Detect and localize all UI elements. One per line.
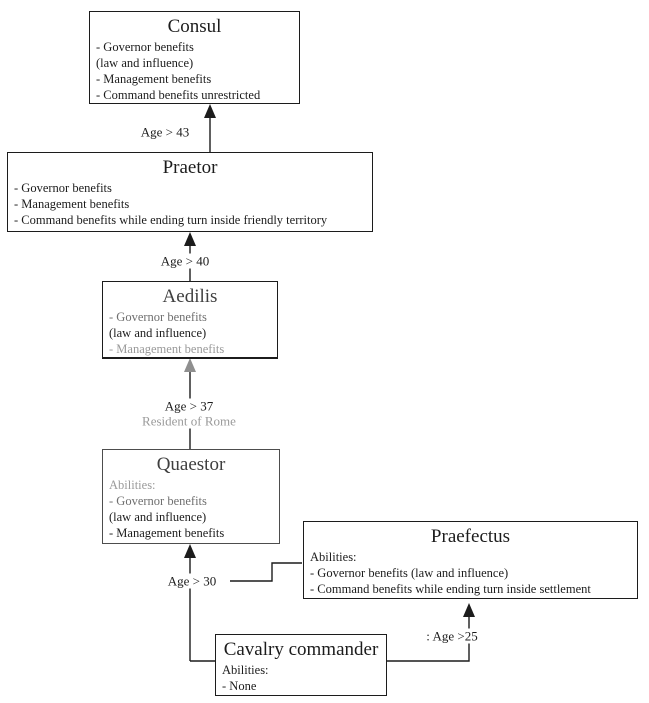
node-consul-ability-line: (law and influence) xyxy=(96,56,194,70)
edge-label-resident-of-rome: Resident of Rome xyxy=(139,413,239,429)
node-aedilis: Aedilis - Governor benefits (law and inf… xyxy=(102,281,278,359)
node-consul: Consul - Governor benefits (law and infl… xyxy=(89,11,300,104)
node-aedilis-ability-line: - Governor benefits xyxy=(109,310,207,324)
edge-label-age-30: Age > 30 xyxy=(164,573,220,589)
edge-label-age-25: : Age >25 xyxy=(423,628,481,644)
edge-label-age-37: Age > 37 xyxy=(161,398,217,414)
node-cavalry-commander: Cavalry commander Abilities: - None xyxy=(215,634,387,696)
node-quaestor: Quaestor Abilities: - Governor benefits … xyxy=(102,449,280,544)
node-cavalry-commander-title: Cavalry commander xyxy=(223,639,379,660)
node-quaestor-title: Quaestor xyxy=(156,454,226,475)
node-consul-ability-line: - Command benefits unrestricted xyxy=(96,88,261,102)
node-praetor-ability-line: - Management benefits xyxy=(14,197,130,211)
node-praefectus-ability-line: Abilities: xyxy=(310,550,357,564)
node-praefectus-ability-line: - Command benefits while ending turn ins… xyxy=(310,582,591,596)
node-praefectus-ability-line: - Governor benefits (law and influence) xyxy=(310,566,509,580)
node-praetor: Praetor - Governor benefits - Management… xyxy=(7,152,373,232)
node-quaestor-ability-line: Abilities: xyxy=(109,478,156,492)
node-aedilis-title: Aedilis xyxy=(162,286,218,307)
arrowhead-aedilis-to-praetor xyxy=(184,232,196,246)
node-praefectus: Praefectus Abilities: - Governor benefit… xyxy=(303,521,638,599)
edge-label-age-43: Age > 43 xyxy=(137,124,193,140)
node-quaestor-ability-line: - Management benefits xyxy=(109,526,225,540)
node-consul-ability-line: - Governor benefits xyxy=(96,40,194,54)
node-praetor-title: Praetor xyxy=(162,157,218,178)
node-cavalry-commander-ability-line: Abilities: xyxy=(222,663,269,677)
node-praetor-ability-line: - Governor benefits xyxy=(14,181,112,195)
node-quaestor-ability-line: (law and influence) xyxy=(109,510,207,524)
arrowhead-cavalry-to-quaestor xyxy=(184,544,196,558)
node-cavalry-commander-ability-line: - None xyxy=(222,679,257,693)
node-consul-title: Consul xyxy=(167,16,222,37)
node-consul-ability-line: - Management benefits xyxy=(96,72,212,86)
edge-age30-to-praefectus xyxy=(230,562,302,582)
node-aedilis-ability-line: (law and influence) xyxy=(109,326,207,340)
node-praefectus-title: Praefectus xyxy=(430,526,511,547)
node-aedilis-ability-line: - Management benefits xyxy=(109,342,225,356)
arrowhead-cavalry-to-praefectus xyxy=(463,603,475,617)
arrowhead-praetor-to-consul xyxy=(204,104,216,118)
node-praetor-ability-line: - Command benefits while ending turn ins… xyxy=(14,213,328,227)
edge-label-age-40: Age > 40 xyxy=(157,253,213,269)
arrowhead-quaestor-to-aedilis xyxy=(184,358,196,372)
node-quaestor-ability-line: - Governor benefits xyxy=(109,494,207,508)
